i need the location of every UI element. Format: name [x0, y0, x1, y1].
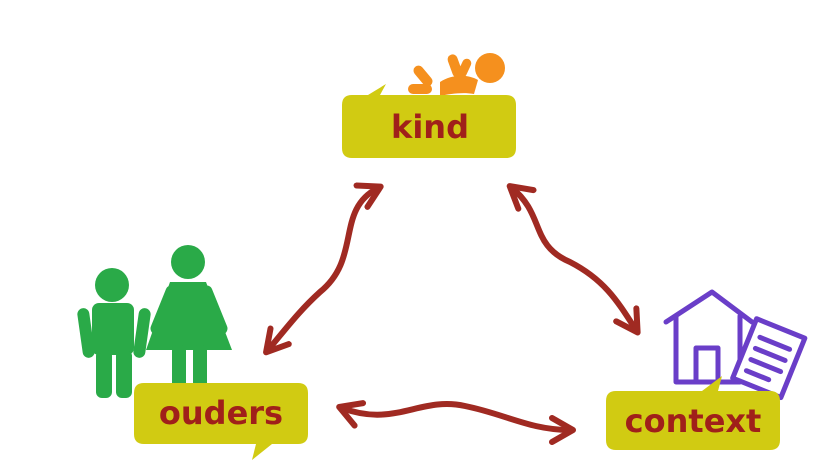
- arrow-child-context: [506, 183, 641, 336]
- ouders-label: ouders: [159, 394, 283, 432]
- arrow-parents-context: [336, 400, 576, 445]
- house-document-icon: [663, 289, 808, 401]
- kind-bubble: kind: [342, 84, 516, 158]
- parents-icon: [77, 245, 232, 398]
- arrow-child-parents: [263, 182, 384, 356]
- ouders-bubble: ouders: [134, 383, 308, 460]
- baby-icon: [408, 53, 505, 96]
- context-bubble: context: [606, 376, 780, 450]
- kind-label: kind: [391, 108, 469, 146]
- context-label: context: [625, 402, 762, 440]
